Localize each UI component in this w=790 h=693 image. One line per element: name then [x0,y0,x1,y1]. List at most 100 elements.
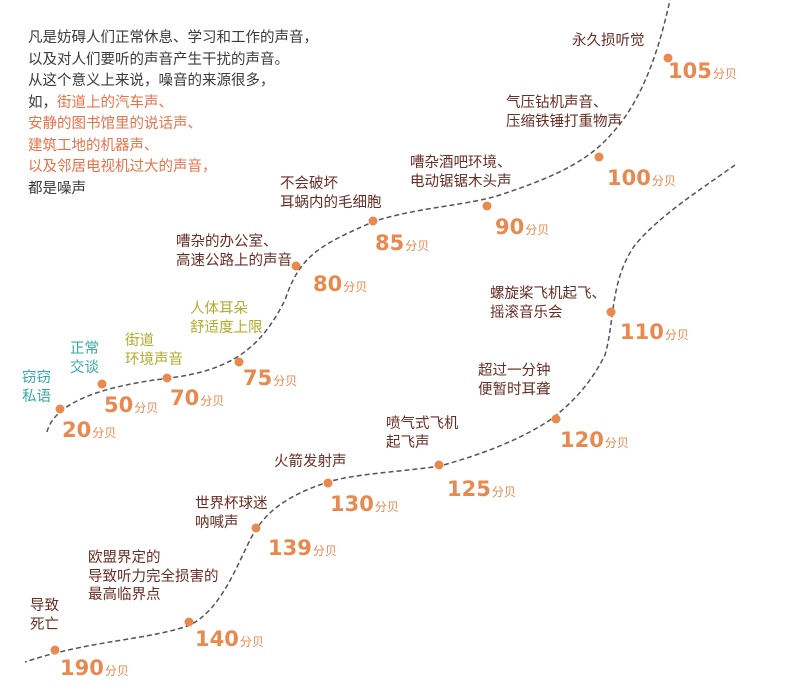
decibel-unit: 分贝 [312,544,337,558]
decibel-unit: 分贝 [712,67,737,81]
decibel-unit: 分贝 [104,664,129,678]
decibel-number: 190 [60,656,104,680]
level-value-140: 140分贝 [195,627,264,654]
level-dot-139 [251,523,261,533]
level-label-line: 导致听力完全损害的 [88,568,219,585]
level-value-139: 139分贝 [268,536,337,563]
decibel-number: 125 [447,477,491,501]
level-label-line: 耳蜗内的毛细胞 [280,194,382,211]
intro-line: 凡是妨碍人们正常休息、学习和工作的声音， [28,30,318,46]
decibel-number: 130 [330,492,374,516]
level-dot-20 [55,404,65,414]
level-label-line: 超过一分钟 [478,363,551,379]
decibel-number: 140 [195,627,239,651]
decibel-unit: 分贝 [134,401,159,415]
level-value-125: 125分贝 [447,477,516,504]
level-value-20: 20分贝 [62,418,116,445]
level-label-line: 电动锯锯木头声 [410,173,512,190]
intro-line: 如， [28,94,57,111]
decibel-number: 80 [313,272,343,296]
level-value-50: 50分贝 [104,393,158,420]
level-label-line: 呐喊声 [195,514,239,531]
level-label-line: 死亡 [30,616,59,633]
level-dot-85 [368,216,378,226]
level-dot-140 [184,617,194,627]
decibel-unit: 分贝 [491,485,516,499]
decibel-number: 110 [620,320,664,344]
decibel-number: 90 [495,215,525,239]
level-label-line: 喷气式飞机 [386,416,459,432]
level-label-line: 永久损听觉 [572,33,645,49]
decibel-unit: 分贝 [273,374,298,388]
decibel-number: 139 [268,536,312,560]
level-label-line: 压缩铁锤打重物声 [506,113,622,130]
decibel-unit: 分贝 [343,280,368,294]
decibel-number: 75 [243,366,273,390]
level-dot-70 [162,373,172,383]
decibel-unit: 分贝 [405,239,430,253]
level-dot-190 [50,645,60,655]
level-value-80: 80分贝 [313,272,367,299]
level-label-line: 人体耳朵 [190,301,248,317]
level-label-105: 永久损听觉 [572,32,645,51]
level-label-line: 便暂时耳聋 [478,381,551,398]
level-value-90: 90分贝 [495,215,549,242]
level-label-110: 螺旋桨飞机起飞、摇滚音乐会 [490,285,606,322]
level-value-85: 85分贝 [375,231,429,258]
level-value-120: 120分贝 [560,428,629,455]
decibel-number: 120 [560,428,604,452]
level-dot-110 [606,307,616,317]
decibel-number: 70 [170,386,200,410]
level-dot-75 [234,357,244,367]
level-label-line: 正常 [70,341,99,357]
level-value-105: 105分贝 [668,59,737,86]
level-label-line: 嘈杂的办公室、 [176,234,278,250]
level-label-line: 交谈 [70,359,99,376]
level-label-line: 舒适度上限 [190,319,263,336]
level-label-140: 欧盟界定的导致听力完全损害的最高临界点 [88,549,219,605]
decibel-unit: 分贝 [664,328,689,342]
level-dot-50 [97,379,107,389]
decibel-unit: 分贝 [651,174,676,188]
level-label-line: 街道 [125,333,154,349]
level-value-70: 70分贝 [170,386,224,413]
decibel-unit: 分贝 [525,223,550,237]
intro-text: 凡是妨碍人们正常休息、学习和工作的声音， 以及对人们要听的声音产生干扰的声音。 … [28,28,358,200]
level-dot-100 [594,152,604,162]
level-dot-80 [291,261,301,271]
level-label-20: 窃窃私语 [22,369,51,406]
intro-highlight: 建筑工地的机器声、 [28,137,159,154]
level-label-line: 气压钻机声音、 [506,95,608,111]
level-label-125: 喷气式飞机起飞声 [386,415,459,452]
level-label-line: 不会破坏 [280,176,338,192]
level-label-line: 窃窃 [22,370,51,386]
level-label-line: 起飞声 [386,434,430,451]
decibel-unit: 分贝 [374,500,399,514]
decibel-unit: 分贝 [92,426,117,440]
level-dot-125 [434,460,444,470]
level-label-line: 导致 [30,598,59,614]
decibel-number: 105 [668,59,712,83]
intro-line: 从这个意义上来说，噪音的来源很多， [28,73,275,89]
level-dot-105 [663,53,673,63]
level-label-50: 正常交谈 [70,340,99,377]
level-label-line: 环境声音 [125,351,183,368]
level-label-line: 欧盟界定的 [88,550,161,566]
level-label-line: 高速公路上的声音 [176,252,292,269]
level-value-100: 100分贝 [607,166,676,193]
level-dot-90 [482,201,492,211]
decibel-number: 50 [104,393,134,417]
intro-highlight: 以及邻居电视机过大的声音， [28,159,217,175]
level-label-90: 嘈杂酒吧环境、电动锯锯木头声 [410,154,512,191]
level-label-75: 人体耳朵舒适度上限 [190,300,263,337]
intro-line: 都是噪声 [28,180,86,197]
level-label-80: 嘈杂的办公室、高速公路上的声音 [176,233,292,270]
level-label-line: 世界杯球迷 [195,496,268,512]
decibel-unit: 分贝 [604,436,629,450]
level-dot-120 [551,414,561,424]
level-value-75: 75分贝 [243,366,297,393]
level-value-110: 110分贝 [620,320,689,347]
level-label-130: 火箭发射声 [274,453,347,472]
